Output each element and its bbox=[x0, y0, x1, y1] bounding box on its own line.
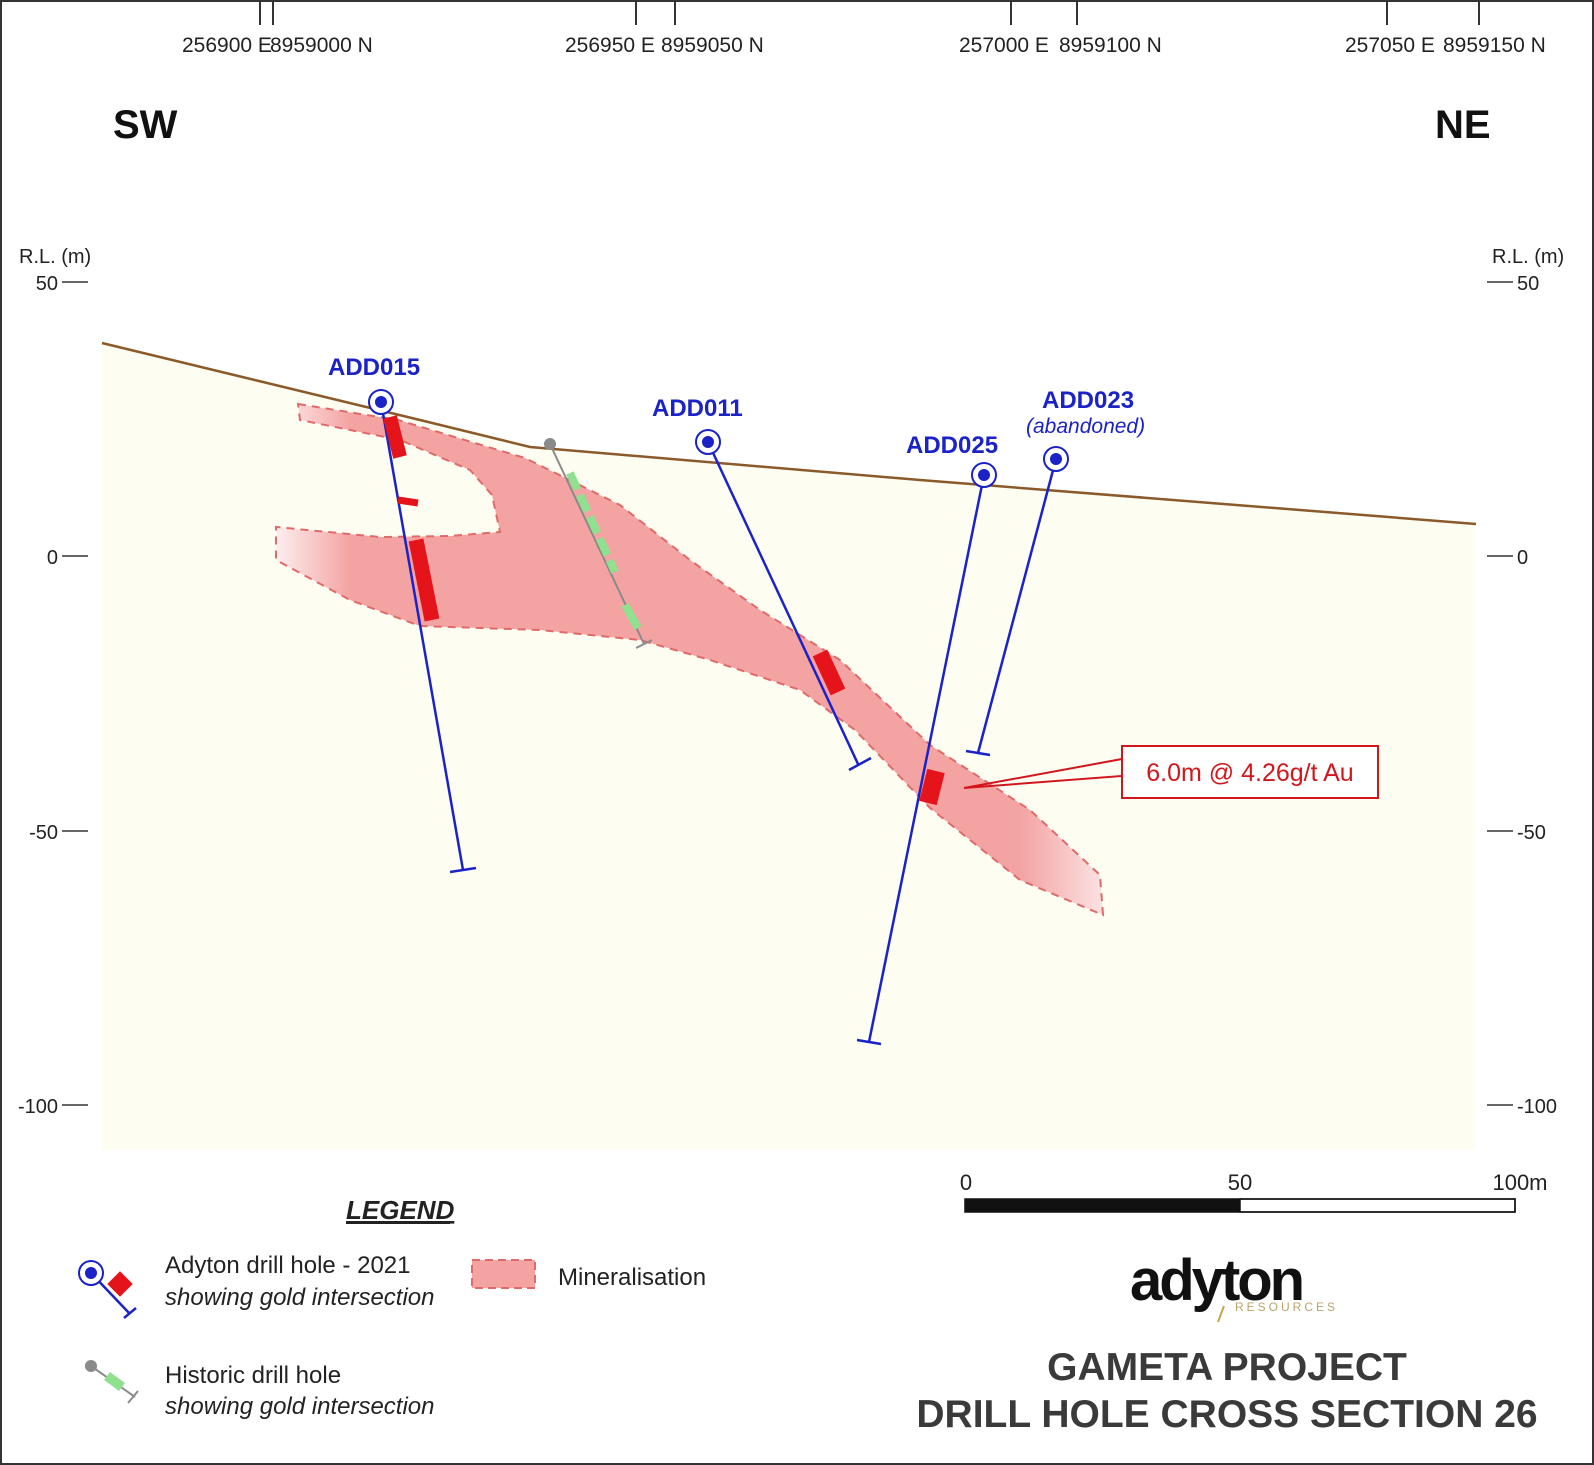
legend-adyton-line2: showing gold intersection bbox=[165, 1284, 435, 1311]
legend-historic-symbol bbox=[85, 1360, 139, 1404]
coord-easting-3: 257000 E bbox=[959, 34, 1049, 57]
coord-northing-1: 8959000 N bbox=[270, 34, 373, 57]
historic-drill-hole bbox=[544, 438, 653, 649]
hole-label-add015: ADD015 bbox=[328, 354, 420, 381]
direction-sw: SW bbox=[113, 103, 178, 147]
rl-tick-right-minus100: -100 bbox=[1517, 1096, 1557, 1118]
coord-northing-4: 8959150 N bbox=[1443, 34, 1546, 57]
rl-tick-right-minus50: -50 bbox=[1517, 822, 1546, 844]
legend-historic-line2: showing gold intersection bbox=[165, 1393, 435, 1420]
scale-label-0: 0 bbox=[960, 1170, 972, 1195]
drill-hole-add011[interactable] bbox=[695, 429, 872, 772]
rl-axis-label-left: R.L. (m) bbox=[19, 246, 91, 268]
title-line2: DRILL HOLE CROSS SECTION 26 bbox=[916, 1393, 1537, 1436]
hole-label-add011: ADD011 bbox=[652, 395, 743, 422]
direction-ne: NE bbox=[1435, 103, 1491, 147]
legend-mineralisation-swatch bbox=[471, 1259, 536, 1289]
legend-historic-line1: Historic drill hole bbox=[165, 1362, 341, 1389]
mineralisation-zone bbox=[275, 402, 1105, 917]
axis-ticks bbox=[62, 281, 1513, 1106]
rl-tick-left-minus50: -50 bbox=[29, 822, 58, 844]
gold-intersection-add015-a bbox=[383, 415, 407, 459]
hole-label-add025: ADD025 bbox=[906, 432, 998, 459]
scale-label-100m: 100m bbox=[1492, 1170, 1547, 1195]
rl-tick-right-50: 50 bbox=[1517, 273, 1539, 295]
adyton-logo: adyton RESOURCES bbox=[1130, 1248, 1338, 1323]
title-line1: GAMETA PROJECT bbox=[1047, 1346, 1407, 1389]
coordinate-ticks bbox=[259, 2, 1480, 25]
air-above-ground bbox=[102, 282, 1476, 524]
coord-northing-2: 8959050 N bbox=[661, 34, 764, 57]
hole-note-add023: (abandoned) bbox=[1026, 415, 1145, 438]
legend-mineralisation-label: Mineralisation bbox=[558, 1264, 706, 1291]
drill-hole-add025[interactable] bbox=[856, 462, 997, 1046]
logo-tagline: RESOURCES bbox=[1235, 1300, 1338, 1314]
drill-hole-add015[interactable] bbox=[368, 389, 477, 874]
rl-tick-left-50: 50 bbox=[36, 273, 58, 295]
intercept-callout-box bbox=[1121, 745, 1379, 799]
legend-adyton-line1: Adyton drill hole - 2021 bbox=[165, 1252, 410, 1279]
legend-title: LEGEND bbox=[346, 1195, 455, 1225]
coord-easting-2: 256950 E bbox=[565, 34, 655, 57]
rl-tick-right-0: 0 bbox=[1517, 547, 1528, 569]
coord-easting-4: 257050 E bbox=[1345, 34, 1435, 57]
scale-bar bbox=[964, 1198, 1516, 1213]
scale-label-50: 50 bbox=[1228, 1170, 1252, 1195]
drill-hole-add023[interactable] bbox=[965, 446, 1069, 757]
rl-tick-left-minus100: -100 bbox=[18, 1096, 58, 1118]
gold-intersection-add011 bbox=[812, 649, 846, 696]
gold-intersection-add015-c bbox=[408, 538, 440, 622]
rl-tick-left-0: 0 bbox=[47, 547, 58, 569]
ground-surface-line bbox=[101, 341, 1477, 526]
coord-easting-1: 256900 E bbox=[182, 34, 272, 57]
hole-label-add023: ADD023 bbox=[1042, 387, 1134, 414]
gold-intersection-add015-b bbox=[397, 496, 419, 507]
gold-intersection-add025 bbox=[919, 768, 945, 806]
intercept-callout-text: 6.0m @ 4.26g/t Au bbox=[1146, 759, 1353, 787]
rl-axis-label-right: R.L. (m) bbox=[1492, 246, 1564, 268]
coord-northing-3: 8959100 N bbox=[1059, 34, 1162, 57]
logo-wordmark: adyton bbox=[1130, 1248, 1302, 1313]
